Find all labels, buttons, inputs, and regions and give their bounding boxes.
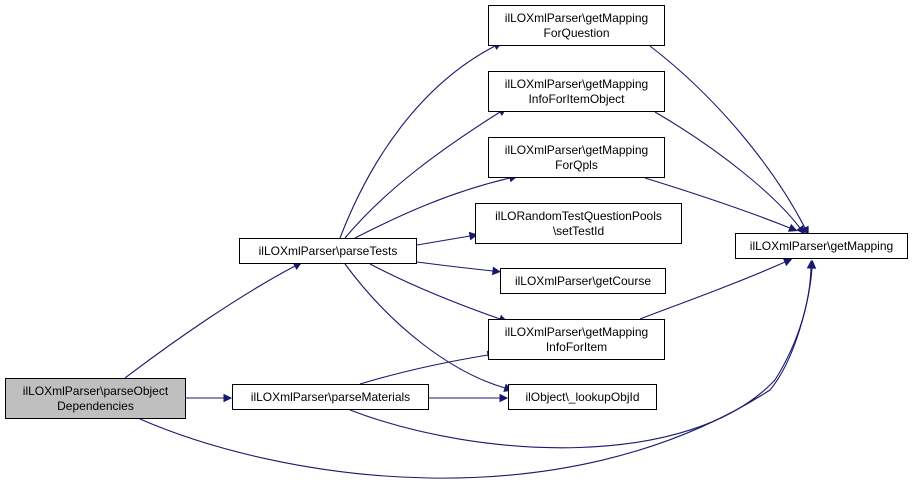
edge-parseTests-to-getMappingInfoForItemObject xyxy=(344,111,501,239)
node-parse-materials[interactable]: ilLOXmlParser\parseMaterials xyxy=(232,384,429,410)
node-get-mapping-for-qpls[interactable]: ilLOXmlParser\getMapping ForQpls xyxy=(488,137,665,178)
node-set-test-id[interactable]: ilLORandomTestQuestionPools \setTestId xyxy=(475,203,682,244)
node-parse-object-dependencies[interactable]: ilLOXmlParser\parseObject Dependencies xyxy=(5,378,186,419)
edge-parseTests-to-lookupObjId xyxy=(344,263,506,389)
edge-getMappingForQuestion-to-getMapping xyxy=(649,45,806,229)
node-label-line: \setTestId xyxy=(552,223,605,238)
node-label-line: ilObject\_lookupObjId xyxy=(525,389,640,404)
node-label-line: ilLOXmlParser\getMapping xyxy=(504,324,649,339)
node-label-line: ilLOXmlParser\parseMaterials xyxy=(250,389,411,404)
edge-parseTests-to-getMappingForQpls xyxy=(354,177,511,239)
edge-root-to-getMapping xyxy=(139,267,813,479)
arrowhead-getMappingForQpls-to-getMapping xyxy=(787,223,798,232)
node-label-line: ForQuestion xyxy=(543,25,610,40)
arrowhead-parseMaterials-to-getMapping xyxy=(806,259,816,269)
edge-parseMaterials-to-getMappingInfoForItem xyxy=(359,354,489,385)
node-label-line: ilLOXmlParser\getMapping xyxy=(749,238,894,253)
arrowhead-getMappingForQuestion-to-getMapping xyxy=(800,225,809,236)
arrowhead-parseMaterials-to-lookupObjId xyxy=(499,393,509,403)
arrowhead-getMappingInfoForItem-to-getMapping xyxy=(782,258,793,267)
arrowhead-getMappingInfoForItemObject-to-getMapping xyxy=(796,225,805,235)
edge-root-to-parseTests xyxy=(124,265,296,379)
edge-parseTests-to-getMappingInfoForItem xyxy=(369,263,501,320)
node-label-line: ilLOXmlParser\getMapping xyxy=(504,76,649,91)
node-get-mapping-info-for-item-object[interactable]: ilLOXmlParser\getMapping InfoForItemObje… xyxy=(488,71,665,112)
node-label-line: ilLOXmlParser\getMapping xyxy=(504,142,649,157)
node-label-line: Dependencies xyxy=(57,398,134,413)
edge-getMappingForQpls-to-getMapping xyxy=(644,177,791,229)
node-label-line: ilLORandomTestQuestionPools xyxy=(495,208,662,223)
arrowhead-root-to-parseMaterials xyxy=(223,393,233,403)
edge-getMappingInfoForItem-to-getMapping xyxy=(639,261,786,320)
node-get-mapping[interactable]: ilLOXmlParser\getMapping xyxy=(735,233,908,259)
edge-parseTests-to-setTestId xyxy=(416,235,471,246)
node-lookup-obj-id[interactable]: ilObject\_lookupObjId xyxy=(508,384,657,410)
node-label-line: ForQpls xyxy=(555,157,598,172)
node-get-course[interactable]: ilLOXmlParser\getCourse xyxy=(500,268,666,294)
node-label-line: ilLOXmlParser\getMapping xyxy=(504,10,649,25)
node-label-line: InfoForItemObject xyxy=(528,91,625,106)
node-get-mapping-for-question[interactable]: ilLOXmlParser\getMapping ForQuestion xyxy=(488,5,665,46)
node-label-line: ilLOXmlParser\getCourse xyxy=(514,273,652,288)
node-get-mapping-info-for-item[interactable]: ilLOXmlParser\getMapping InfoForItem xyxy=(488,319,665,360)
edge-getMappingInfoForItemObject-to-getMapping xyxy=(654,111,801,229)
edge-parseMaterials-to-getMapping xyxy=(349,267,812,449)
arrowhead-parseTests-to-getCourse xyxy=(492,266,502,276)
node-parse-tests[interactable]: ilLOXmlParser\parseTests xyxy=(239,238,417,264)
edge-parseTests-to-getCourse xyxy=(416,261,494,272)
edge-parseTests-to-getMappingForQuestion xyxy=(339,45,496,239)
node-label-line: InfoForItem xyxy=(545,339,608,354)
node-label-line: ilLOXmlParser\parseObject xyxy=(22,383,169,398)
node-label-line: ilLOXmlParser\parseTests xyxy=(258,243,398,258)
